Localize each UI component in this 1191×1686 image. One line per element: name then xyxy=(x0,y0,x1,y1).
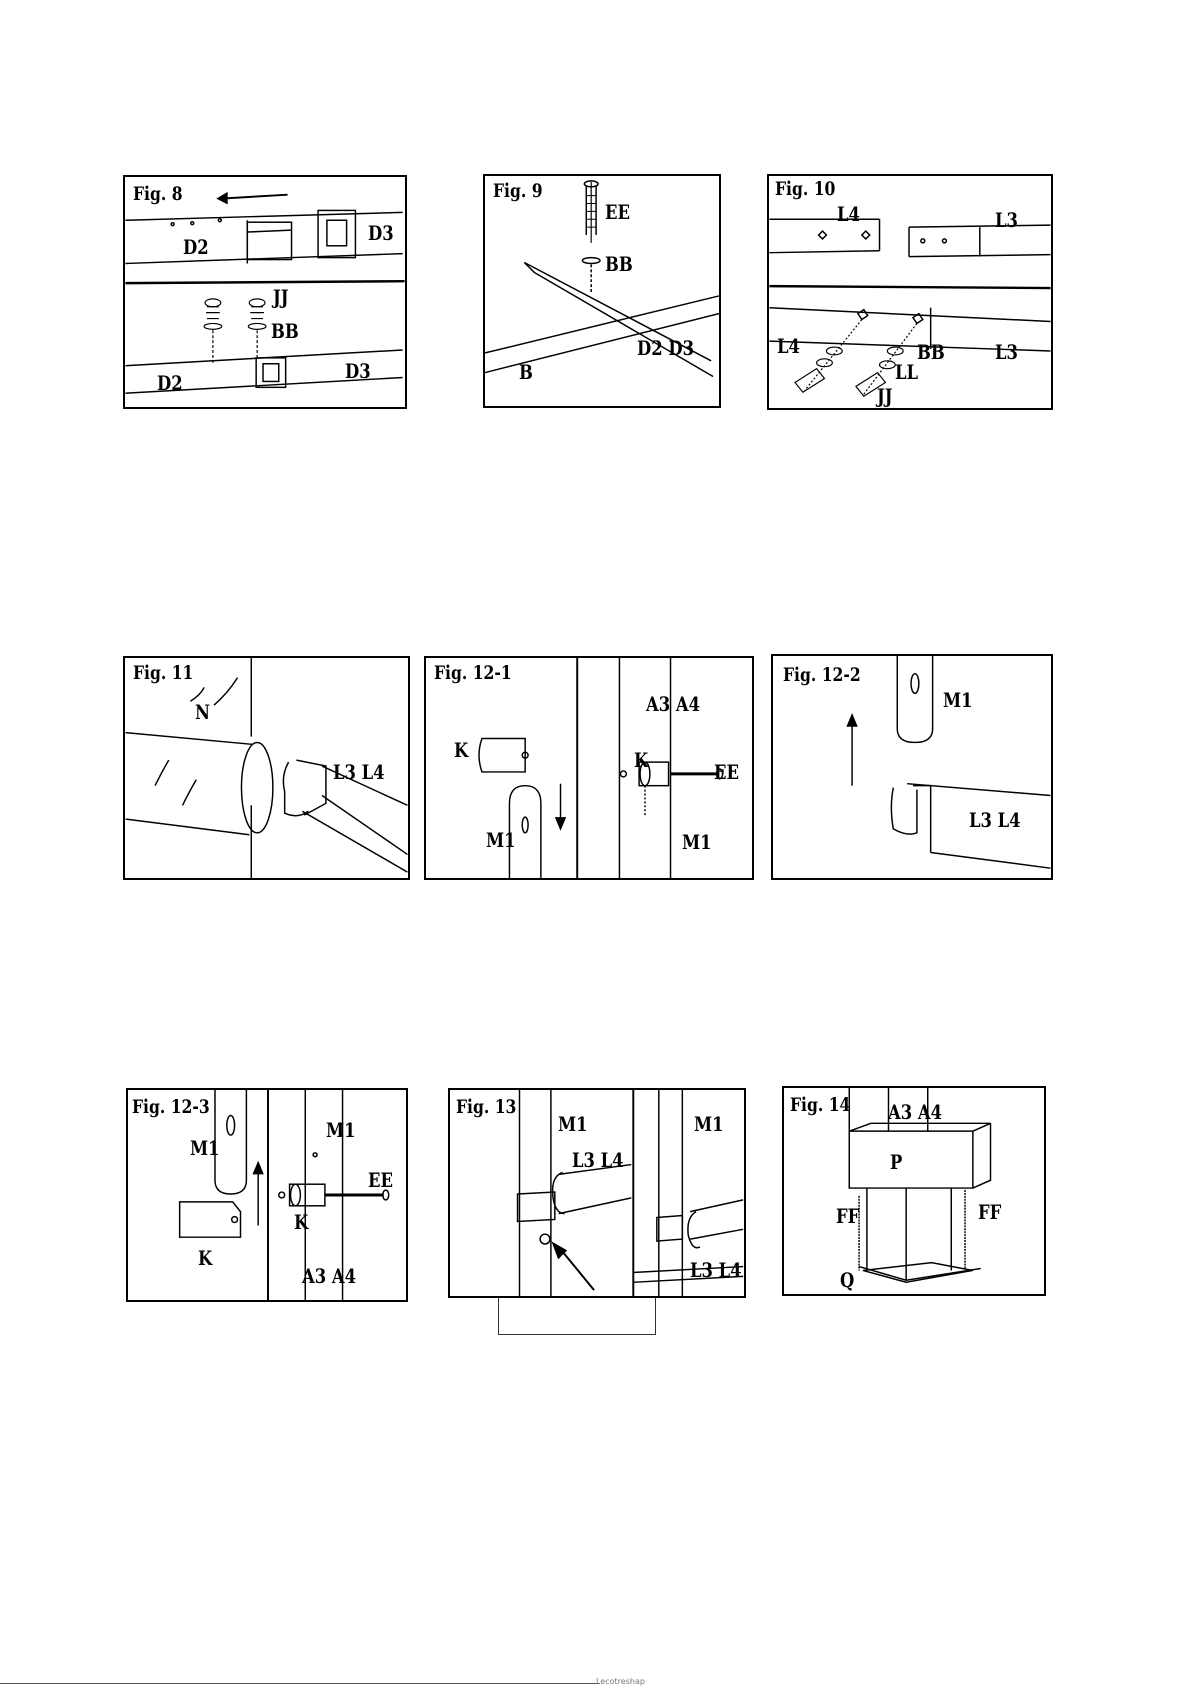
fig14-label-a3a4: A3 A4 xyxy=(888,1102,942,1122)
fig10-label-ll: LL xyxy=(895,362,918,382)
fig14-title: Fig. 14 xyxy=(790,1096,850,1115)
fig12-3-label-k-right: K xyxy=(294,1212,308,1232)
figure-8: Fig. 8 D2 D3 JJ BB D2 D3 xyxy=(123,175,407,409)
fig12-1-title: Fig. 12-1 xyxy=(434,664,512,683)
fig12-3-title: Fig. 12-3 xyxy=(132,1098,210,1117)
fig13-title: Fig. 13 xyxy=(456,1098,516,1117)
fig12-3-label-m1: M1 xyxy=(190,1138,220,1158)
fig9-label-b: B xyxy=(519,362,533,382)
fig8-label-d3-bottom: D3 xyxy=(345,361,371,381)
fig14-label-q: Q xyxy=(840,1270,854,1290)
fig9-title: Fig. 9 xyxy=(493,182,543,201)
figure-14: Fig. 14 A3 A4 P FF FF Q xyxy=(782,1086,1046,1296)
footer-rule xyxy=(0,1683,600,1684)
figure-9: Fig. 9 EE BB D2 D3 B xyxy=(483,174,721,408)
fig10-label-jj: JJ xyxy=(877,386,893,406)
fig13-label-m1: M1 xyxy=(558,1114,588,1134)
fig8-title: Fig. 8 xyxy=(133,185,183,204)
figure-12-3: Fig. 12-3 M1 K M1 EE K A3 A4 xyxy=(126,1088,408,1302)
fig10-label-l3: L3 xyxy=(995,210,1018,230)
fig10-label-l4: L4 xyxy=(837,204,860,224)
fig12-1-label-ee: EE xyxy=(714,762,739,782)
fig12-1-label-m1-right: M1 xyxy=(682,832,712,852)
fig9-label-d2d3: D2 D3 xyxy=(637,338,694,358)
fig14-label-ff-right: FF xyxy=(978,1202,1001,1222)
fig12-3-drawing xyxy=(128,1090,406,1300)
fig11-title: Fig. 11 xyxy=(133,664,193,683)
fig12-1-label-k-right: K xyxy=(634,750,648,770)
fig12-1-label-m1: M1 xyxy=(486,830,516,850)
fig12-2-drawing xyxy=(773,656,1051,878)
fig12-1-label-a3a4: A3 A4 xyxy=(646,694,700,714)
fig11-label-n: N xyxy=(195,702,210,722)
fig14-label-ff-left: FF xyxy=(836,1206,859,1226)
fig10-title: Fig. 10 xyxy=(775,180,835,199)
fig8-label-bb: BB xyxy=(271,321,299,341)
fig13-caption-box xyxy=(498,1296,656,1335)
fig12-2-title: Fig. 12-2 xyxy=(783,666,861,685)
fig12-3-label-a3a4: A3 A4 xyxy=(302,1266,356,1286)
figure-10: Fig. 10 L4 L3 L4 BB LL JJ L3 xyxy=(767,174,1053,410)
fig9-label-bb: BB xyxy=(605,254,633,274)
figure-13: Fig. 13 M1 L3 L4 M1 L3 L4 xyxy=(448,1088,746,1298)
fig13-label-l3l4-right: L3 L4 xyxy=(690,1260,742,1280)
figure-12-1: Fig. 12-1 K M1 A3 A4 K EE M1 xyxy=(424,656,754,880)
fig13-label-m1-right: M1 xyxy=(694,1114,724,1134)
fig11-label-l3l4: L3 L4 xyxy=(333,762,385,782)
fig8-label-jj: JJ xyxy=(273,287,289,307)
fig12-2-label-l3l4: L3 L4 xyxy=(969,810,1021,830)
fig13-label-l3l4: L3 L4 xyxy=(572,1150,624,1170)
fig8-label-d2: D2 xyxy=(183,237,209,257)
fig12-1-label-k: K xyxy=(454,740,468,760)
fig12-2-label-m1: M1 xyxy=(943,690,973,710)
fig14-label-p: P xyxy=(890,1152,902,1172)
fig12-3-label-k: K xyxy=(198,1248,212,1268)
fig10-label-bb: BB xyxy=(917,342,945,362)
figure-12-2: Fig. 12-2 M1 L3 L4 xyxy=(771,654,1053,880)
fig8-label-d3: D3 xyxy=(368,223,394,243)
figure-11: Fig. 11 N L3 L4 xyxy=(123,656,410,880)
fig8-label-d2-bottom: D2 xyxy=(157,373,183,393)
fig12-3-label-ee: EE xyxy=(368,1170,393,1190)
fig12-3-label-m1-right: M1 xyxy=(326,1120,356,1140)
fig10-label-l4-bottom: L4 xyxy=(777,336,800,356)
fig10-label-l3-bottom: L3 xyxy=(995,342,1018,362)
fig9-label-ee: EE xyxy=(605,202,630,222)
